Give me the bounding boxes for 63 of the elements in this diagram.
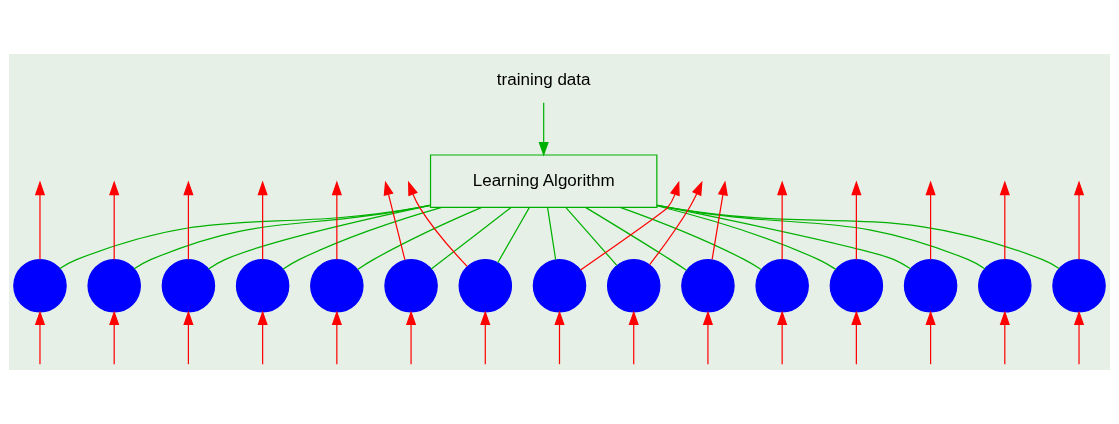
arrow xyxy=(777,180,788,261)
connector xyxy=(656,205,837,270)
connector xyxy=(619,206,762,271)
arrow xyxy=(649,180,703,266)
connector xyxy=(59,204,432,270)
node-circle xyxy=(606,259,661,313)
connector xyxy=(565,207,618,266)
node-circle xyxy=(384,259,438,313)
arrow xyxy=(554,310,565,365)
arrow xyxy=(702,310,714,365)
connector xyxy=(584,206,688,271)
arrow xyxy=(538,102,549,157)
arrow xyxy=(34,310,46,365)
connector xyxy=(282,206,443,270)
arrow xyxy=(628,310,639,365)
arrow xyxy=(331,310,342,365)
arrow xyxy=(580,180,680,271)
node-circle xyxy=(310,259,364,313)
connector xyxy=(497,207,530,264)
connector xyxy=(656,204,912,270)
arrow xyxy=(999,310,1010,365)
node-circle xyxy=(903,259,958,313)
node-circle xyxy=(755,259,809,313)
arrow xyxy=(383,180,406,261)
arrow xyxy=(109,310,120,365)
arrow xyxy=(777,310,788,365)
arrow xyxy=(257,310,268,365)
connector xyxy=(133,204,431,270)
connector xyxy=(430,206,512,270)
node-circle xyxy=(13,259,67,313)
node-text: training data xyxy=(496,70,591,90)
arrow xyxy=(1073,310,1085,365)
connector xyxy=(656,204,986,270)
node-circle xyxy=(458,259,513,313)
arrow xyxy=(408,180,468,267)
arrow xyxy=(109,180,120,261)
arrow xyxy=(925,310,936,365)
node-circle xyxy=(681,259,735,313)
node-circle xyxy=(87,259,141,313)
node-circle xyxy=(532,259,587,313)
arrow xyxy=(183,310,194,365)
arrow xyxy=(331,180,342,261)
connector xyxy=(656,204,1060,270)
node-box: Learning Algorithm xyxy=(429,154,658,208)
arrow xyxy=(925,180,936,261)
arrow xyxy=(851,310,862,365)
arrow xyxy=(183,180,194,261)
node-circle xyxy=(829,259,884,313)
connector xyxy=(207,204,431,270)
arrow xyxy=(1073,180,1085,261)
arrow xyxy=(480,310,491,365)
arrow xyxy=(257,180,268,261)
node-circle xyxy=(161,259,216,313)
arrow xyxy=(999,180,1010,261)
connector xyxy=(357,206,483,271)
arrow xyxy=(405,310,417,365)
node-circle xyxy=(235,259,290,313)
arrow xyxy=(34,180,46,261)
connector xyxy=(547,207,557,261)
node-circle xyxy=(978,259,1032,313)
node-circle xyxy=(1052,259,1106,313)
arrow xyxy=(851,180,862,261)
arrow xyxy=(711,180,728,261)
